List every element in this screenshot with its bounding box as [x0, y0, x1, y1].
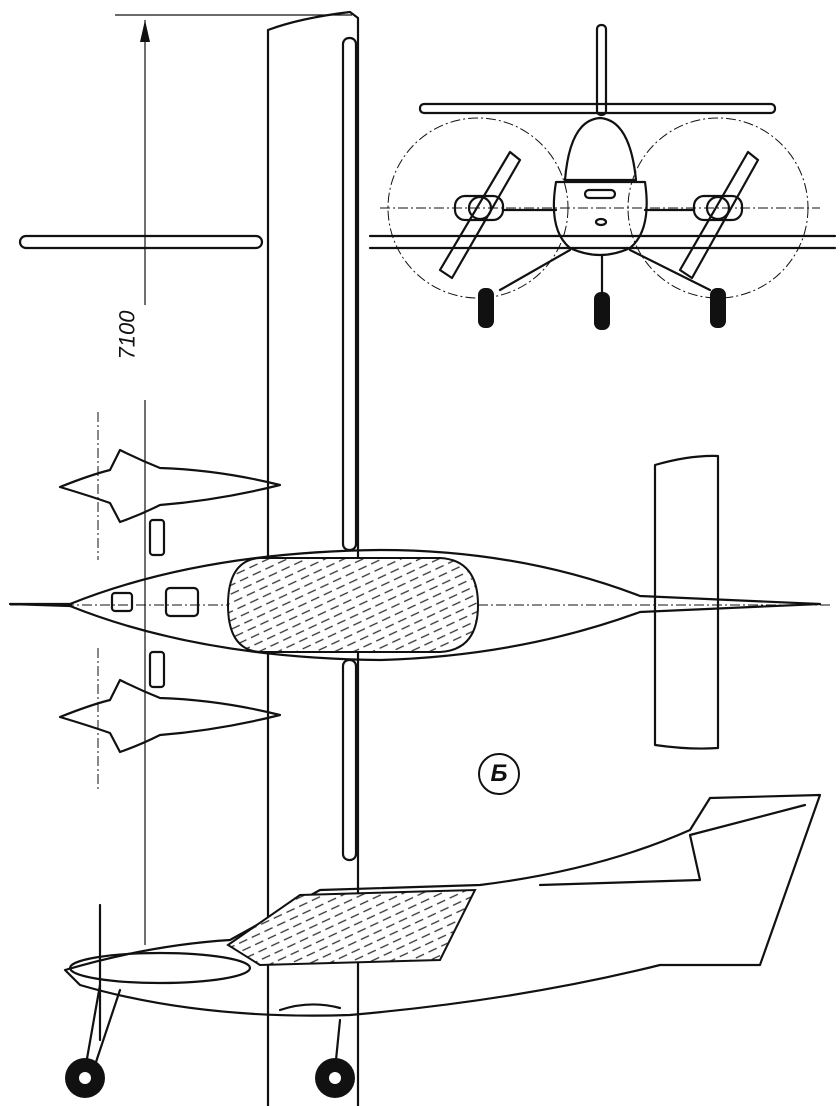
wing-strut-upper [341, 36, 358, 552]
engine-side [68, 951, 252, 985]
side-canopy [226, 888, 477, 967]
engine-nacelle-lower [58, 678, 282, 754]
front-canopy [563, 116, 638, 182]
front-view [18, 23, 837, 330]
span-dimension-label: 7100 [114, 310, 140, 360]
side-view [63, 793, 822, 1098]
arrow-head-icon [140, 20, 150, 42]
front-view-wing-left [18, 234, 264, 250]
horizontal-tail-top [653, 454, 720, 750]
top-view [8, 10, 830, 1106]
front-fuselage [552, 180, 648, 257]
wing-strut-lower [341, 658, 358, 862]
view-label: Б [478, 753, 520, 795]
vertical-fin [595, 23, 608, 117]
span-dimension [115, 14, 352, 945]
top-canopy [226, 557, 480, 653]
engine-nacelle-upper [58, 448, 282, 524]
fuselage-side [63, 793, 822, 1017]
